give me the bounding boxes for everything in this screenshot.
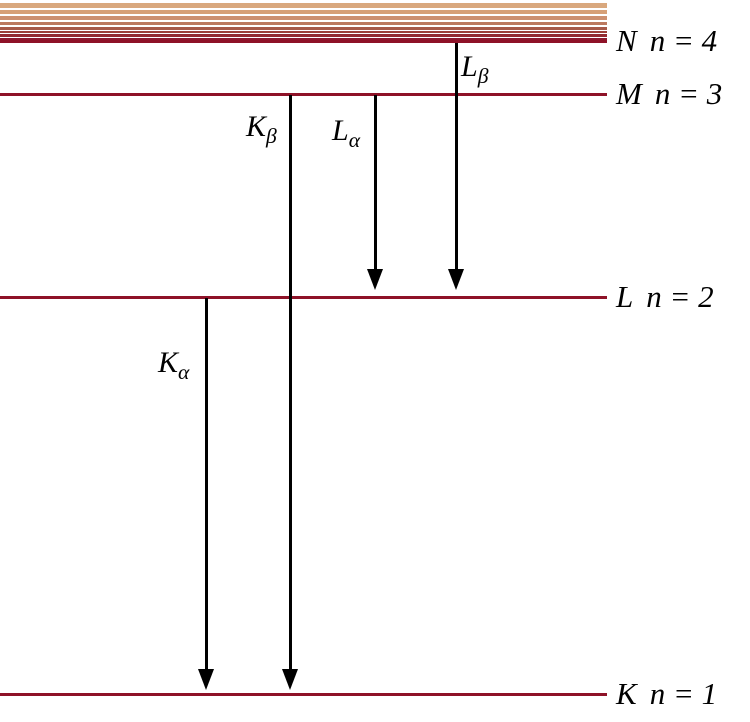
transition-arrow-L-alpha (373, 95, 377, 272)
transition-letter: K (246, 110, 267, 143)
quantum-number-label: n = 4 (649, 23, 718, 58)
shell-letter: N (616, 23, 637, 58)
shell-letter: K (616, 676, 637, 711)
transition-arrow-K-beta (288, 95, 292, 672)
arrowhead-icon (448, 269, 464, 290)
transition-subscript: α (348, 128, 361, 152)
quantum-number-label: n = 1 (649, 676, 718, 711)
level-line-K (0, 693, 607, 696)
transition-arrow-K-alpha (204, 298, 208, 672)
transition-label-L-beta: Lβ (461, 50, 488, 87)
arrowhead-icon (282, 669, 298, 690)
converging-level-line (0, 22, 607, 25)
converging-level-line (0, 3, 607, 8)
arrowhead-icon (367, 269, 383, 290)
transition-letter: L (332, 114, 349, 147)
level-line-M (0, 93, 607, 96)
transition-label-K-beta: Kβ (246, 110, 277, 147)
converging-level-line (0, 26, 607, 30)
transition-subscript: β (266, 124, 277, 148)
arrowhead-icon (198, 669, 214, 690)
transition-label-L-alpha: Lα (332, 114, 360, 151)
converging-level-line (0, 10, 607, 14)
converging-level-line (0, 34, 607, 37)
shell-letter: L (616, 279, 634, 314)
quantum-number-label: n = 3 (654, 76, 723, 111)
converging-level-line (0, 37, 607, 40)
shell-letter: M (616, 76, 642, 111)
transition-label-K-alpha: Kα (158, 346, 189, 383)
transition-letter: L (461, 50, 478, 83)
converging-level-line (0, 16, 607, 20)
transition-letter: K (158, 346, 179, 379)
transition-arrow-L-beta (454, 43, 458, 272)
converging-level-line (0, 30, 607, 33)
transition-subscript: α (178, 360, 190, 384)
quantum-number-label: n = 2 (646, 279, 714, 314)
transition-subscript: β (477, 64, 489, 88)
level-line-N (0, 40, 607, 43)
level-line-L (0, 296, 607, 299)
